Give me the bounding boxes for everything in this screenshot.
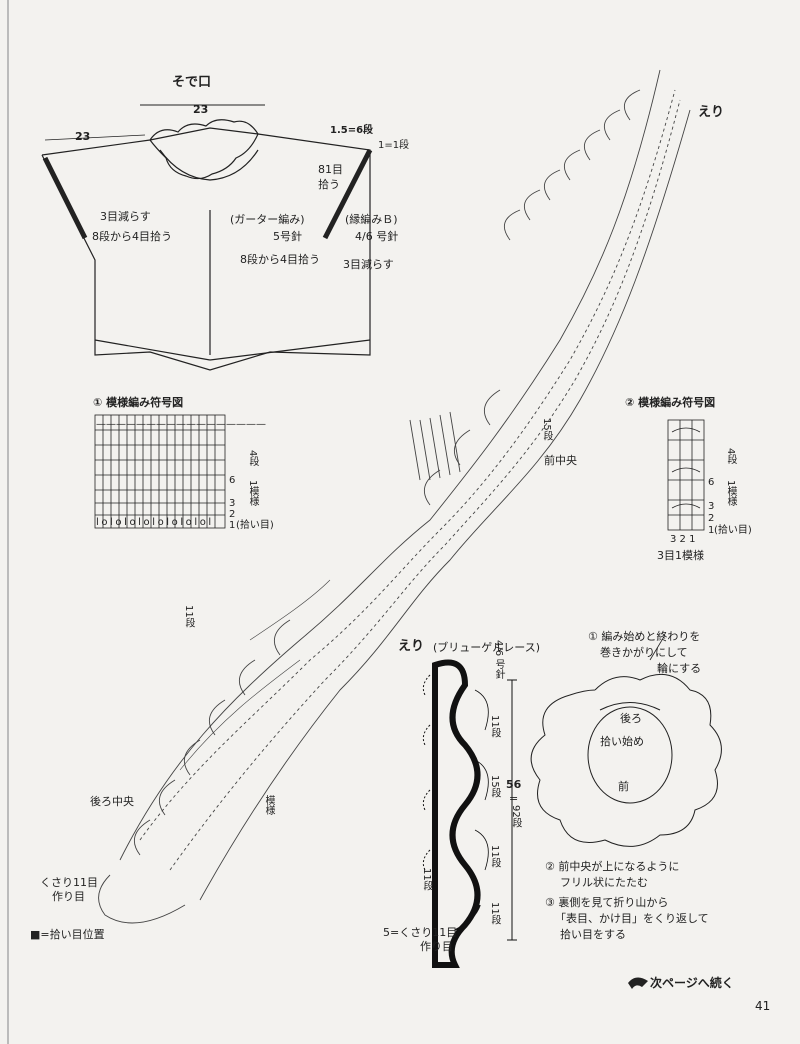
front-label: 前 [618, 780, 629, 793]
chart1-grid [94, 414, 226, 529]
legend-pick-position: ■=拾い目位置 [30, 928, 105, 941]
chart2-title: ② 模様編み符号図 [625, 396, 716, 409]
small-collar-start2: 作り目 [420, 940, 453, 953]
chart1-row-2: 2 [229, 509, 236, 520]
chart1-pick: (拾い目) [236, 520, 274, 531]
sleeve-width-top: 23 [193, 103, 209, 116]
chain11-label: くさり11目 [40, 876, 98, 889]
chart2-row-6: 6 [708, 477, 715, 488]
rows-1-5-label: 1.5=6段 [330, 125, 374, 136]
sleeve-width-left: 23 [75, 130, 91, 143]
pick-start-label: 拾い始め [600, 735, 644, 748]
small-collar-total-rows: 92段 [510, 805, 521, 828]
chart2-col-nums: 3 2 1 [670, 534, 696, 545]
garter-label: (ガーター編み) [230, 213, 305, 226]
collar-dan15: 15段 [541, 418, 552, 441]
pick-right-label: 8段から4目拾う [240, 253, 320, 266]
sleeve-diagram [41, 104, 373, 371]
chart2-row-1: 1 [708, 525, 715, 536]
continue-label: 次ページへ続く [650, 976, 734, 990]
chart1-bottom-row: l o l o l o l o l o l o l o l o l [96, 517, 211, 528]
chart2-pick: (拾い目) [714, 525, 752, 536]
row-1-label: 1=1段 [378, 140, 410, 151]
chart1-rows4: 4段 [247, 450, 258, 467]
chart2-row-3: 3 [708, 501, 715, 512]
page-number: 41 [755, 999, 771, 1013]
note-2a: ② 前中央が上になるように [545, 860, 680, 873]
chart1-row-1: 1 [229, 520, 236, 531]
small-collar-d15: 15段 [489, 775, 500, 798]
reduce3-left-label: 3目減らす [100, 210, 151, 223]
small-collar-total-eq: = [509, 792, 519, 805]
ruffle-collar-drawing [530, 634, 722, 847]
pick-left-label: 8段から4目拾う [92, 230, 172, 243]
chain11b-label: 作り目 [52, 890, 85, 903]
needle46-label: 4/6 号針 [355, 230, 399, 243]
note-1b: 巻きかがりにして [600, 646, 688, 659]
collar-eri-label: えり [698, 105, 725, 120]
small-collar-d11d: 11段 [489, 902, 500, 925]
collar-dan11: 11段 [183, 605, 194, 628]
note-3b: 「表目、かけ目」をくり返して [555, 912, 709, 925]
small-collar-d11b: 11段 [489, 845, 500, 868]
chart2-rows4: 4段 [725, 448, 736, 465]
edge-b-label: (縁編みＢ) [345, 213, 398, 226]
small-collar-start: 5=くさり11目 [383, 926, 458, 939]
chart1-row-6: 6 [229, 475, 236, 486]
small-collar-total: 56 [506, 778, 522, 791]
continue-arrow-icon [628, 977, 648, 989]
small-collar-title: えり [398, 639, 425, 654]
needle5-label: 5号針 [273, 230, 302, 243]
collar-pattern-label: 模様 [263, 795, 274, 815]
collar-small-sketch [422, 659, 517, 968]
chart1-rows1: 1模様 [247, 480, 258, 507]
note-1a: ① 編み始めと終わりを [588, 630, 701, 643]
chart2-rows1: 1模様 [725, 480, 736, 507]
chart1-top-row: ————————————————— [96, 419, 266, 430]
small-collar-d11a: 11段 [489, 715, 500, 738]
chart2-repeat: 3目1模様 [657, 549, 704, 562]
chart2-grid [667, 419, 705, 531]
collar-main-chart [98, 69, 691, 924]
note-2b: フリル状にたたむ [560, 876, 648, 889]
pick-81b-label: 拾う [318, 178, 340, 191]
note-3a: ③ 裏側を見て折り山から [545, 896, 669, 909]
chart1-row-3: 3 [229, 498, 236, 509]
back-label: 後ろ [620, 712, 642, 725]
front-center-label: 前中央 [544, 454, 577, 467]
note-1c: 輪にする [657, 662, 702, 675]
note-3c: 拾い目をする [560, 928, 626, 941]
chart2-row-2: 2 [708, 513, 715, 524]
pick-81-label: 81目 [318, 163, 343, 176]
small-collar-needle: 4/6 号針 [493, 640, 504, 680]
sleeve-title: そで口 [172, 75, 212, 90]
chart1-title: ① 模様編み符号図 [93, 396, 184, 409]
reduce3-right-label: 3目減らす [343, 258, 394, 271]
small-collar-subtitle: (ブリューゲルレース) [433, 641, 541, 654]
small-collar-d11c: 11段 [421, 868, 432, 891]
back-center-label: 後ろ中央 [90, 795, 134, 808]
